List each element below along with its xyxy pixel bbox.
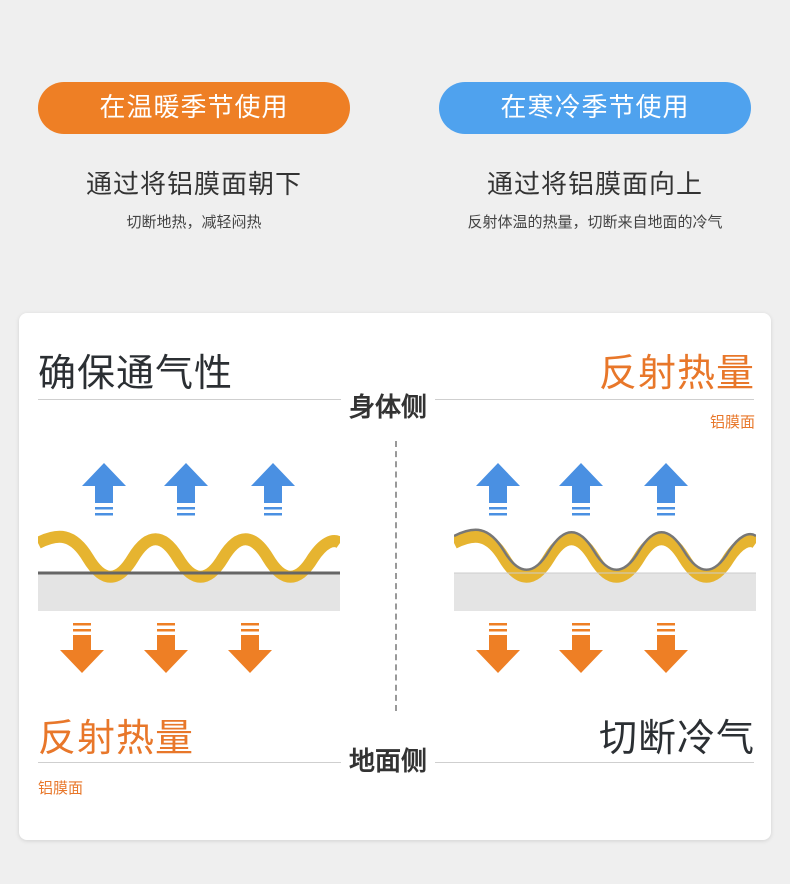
ground-side-label: 地面侧 — [341, 741, 436, 778]
aluminum-side-label-bottom: 铝膜面 — [38, 779, 84, 797]
cold-description: 反射体温的热量，切断来自地面的冷气 — [467, 213, 723, 231]
cold-title: 通过将铝膜面向上 — [486, 170, 703, 200]
down-arrow-icon — [476, 623, 688, 673]
wave-icon — [454, 530, 756, 583]
up-arrow-icon — [82, 463, 295, 516]
body-side-label: 身体侧 — [341, 387, 436, 424]
warm-title: 通过将铝膜面朝下 — [85, 170, 302, 200]
warm-season-pill: 在温暖季节使用 — [38, 82, 350, 134]
diagram-card: 确保通气性 反射热量 身体侧 铝膜面 — [19, 313, 771, 840]
ventilation-label: 确保通气性 — [38, 351, 234, 395]
reflect-heat-label-bottom: 反射热量 — [38, 716, 195, 760]
up-arrow-icon — [476, 463, 688, 516]
center-divider — [395, 441, 397, 711]
warm-description: 切断地热，减轻闷热 — [126, 213, 262, 231]
reflect-heat-label-top: 反射热量 — [598, 351, 755, 395]
cold-season-pill: 在寒冷季节使用 — [439, 82, 751, 134]
aluminum-side-label-top: 铝膜面 — [709, 413, 755, 431]
left-diagram — [38, 463, 340, 673]
block-cold-label: 切断冷气 — [598, 716, 755, 760]
wave-icon — [38, 530, 340, 583]
down-arrow-icon — [60, 623, 272, 673]
right-diagram — [454, 463, 756, 673]
